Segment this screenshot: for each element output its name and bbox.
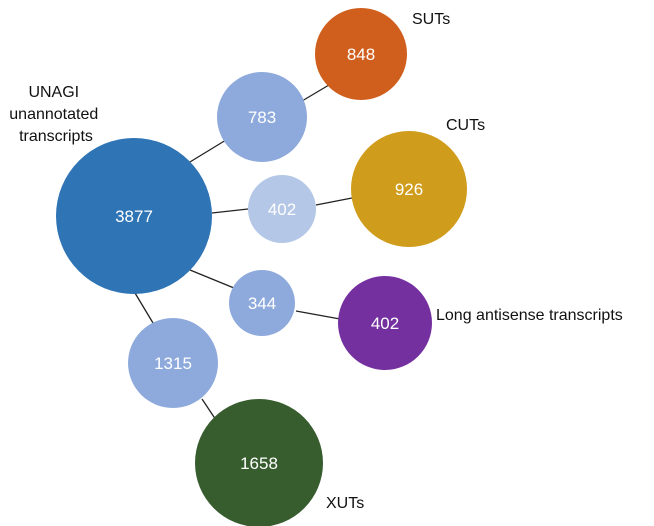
cuts-circle [351, 131, 467, 247]
mid-node-344: 344 [229, 270, 295, 336]
cuts-label: CUTs [446, 117, 485, 134]
mid-circle-344 [229, 270, 295, 336]
mid-node-402: 402 [248, 175, 316, 243]
xuts-node: 1658 [195, 399, 323, 526]
antisense-value: 402 [371, 314, 399, 333]
cuts-node: 926 [351, 131, 467, 247]
antisense-node: 402 [338, 276, 432, 370]
xuts-label: XUTs [326, 495, 364, 512]
edge-hub-to-1315 [134, 292, 154, 324]
edge-hub-to-402 [211, 208, 249, 214]
edge-hub-to-344 [189, 269, 235, 289]
mid-circle-402 [248, 175, 316, 243]
hub-label: UNAGI unannotated transcripts [9, 84, 102, 145]
cuts-value: 926 [395, 180, 423, 199]
mid-value-402: 402 [268, 200, 296, 219]
edge-402-to-926 [315, 197, 353, 206]
antisense-circle [338, 276, 432, 370]
suts-node: 848 [315, 8, 407, 100]
hub-circle [56, 138, 212, 294]
mid-circle-783 [217, 72, 307, 162]
antisense-label: Long antisense transcripts [436, 307, 623, 324]
mid-value-1315: 1315 [154, 354, 192, 373]
mid-value-344: 344 [248, 294, 276, 313]
mid-circle-1315 [128, 318, 218, 408]
mid-node-1315: 1315 [128, 318, 218, 408]
hub-node: 3877 [56, 138, 212, 294]
suts-value: 848 [347, 45, 375, 64]
suts-label: SUTs [412, 11, 450, 28]
hub-label-line-1: UNAGI [28, 84, 79, 101]
edges [134, 81, 353, 424]
hub-label-line-3: transcripts [19, 128, 93, 145]
mid-node-783: 783 [217, 72, 307, 162]
edge-hub-to-783 [184, 139, 227, 166]
xuts-circle [195, 399, 323, 526]
suts-circle [315, 8, 407, 100]
hub-value: 3877 [115, 207, 153, 226]
edge-344-to-402 [295, 310, 341, 320]
xuts-value: 1658 [240, 454, 278, 473]
mid-value-783: 783 [248, 108, 276, 127]
hub-label-line-2: unannotated [9, 106, 98, 123]
